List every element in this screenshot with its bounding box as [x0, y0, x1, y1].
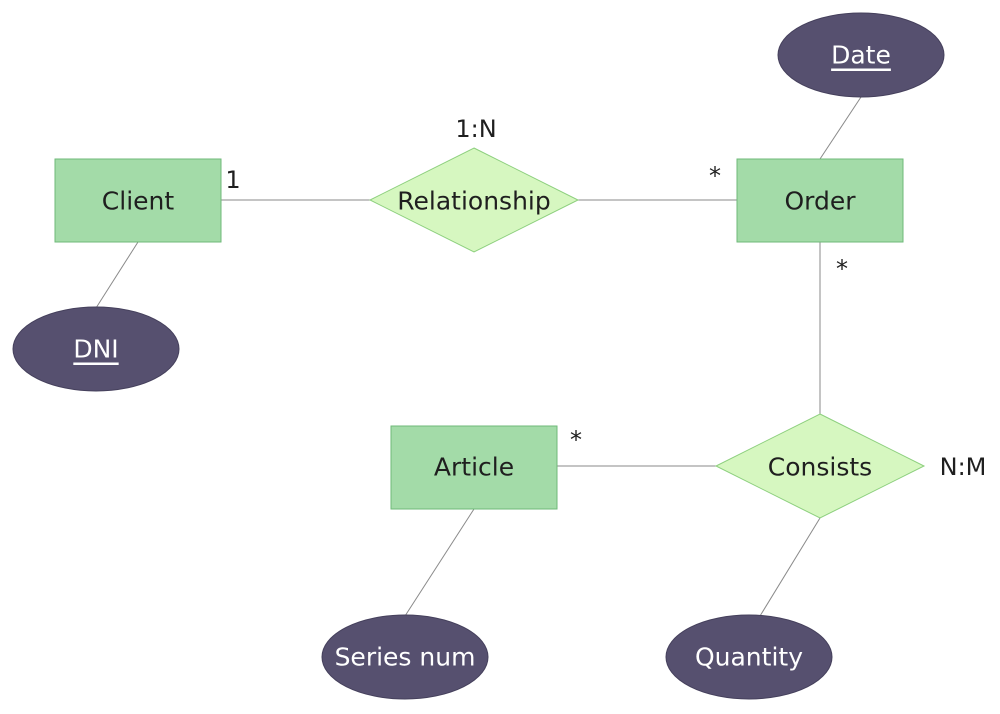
connector-article-series-num	[404, 508, 475, 617]
entity-order[interactable]: Order	[736, 158, 904, 243]
cardinality-client-side: 1	[225, 166, 240, 194]
relationship-relationship-label: Relationship	[397, 187, 550, 216]
entity-order-label: Order	[784, 187, 856, 216]
cardinality-relationship-type: 1:N	[455, 115, 496, 143]
entity-article-box	[390, 425, 558, 510]
relationship-consists[interactable]: Consists	[714, 413, 926, 519]
attribute-dni-label: DNI	[73, 335, 118, 364]
cardinality-article-side: *	[570, 426, 582, 454]
connector-order-date	[819, 96, 862, 160]
attribute-series-num-label: Series num	[335, 643, 476, 672]
cardinality-consists-type: N:M	[940, 453, 987, 481]
attribute-dni-ellipse	[12, 306, 180, 392]
entity-order-box	[736, 158, 904, 243]
relationship-consists-diamond	[714, 413, 926, 519]
attribute-quantity-label: Quantity	[695, 643, 803, 672]
relationship-relationship[interactable]: Relationship	[368, 147, 580, 253]
attribute-quantity-ellipse	[665, 614, 833, 700]
relationship-relationship-diamond	[368, 147, 580, 253]
relationship-consists-label: Consists	[768, 453, 872, 482]
entity-client[interactable]: Client	[54, 158, 222, 243]
entity-article-label: Article	[434, 453, 514, 482]
attribute-date-label: Date	[831, 41, 891, 70]
attribute-date-ellipse	[777, 12, 945, 98]
cardinality-order-side-consists: *	[836, 255, 848, 283]
attribute-dni[interactable]: DNI	[12, 306, 180, 392]
attribute-date[interactable]: Date	[777, 12, 945, 98]
connector-consists-quantity	[759, 517, 821, 617]
entity-client-box	[54, 158, 222, 243]
entity-article[interactable]: Article	[390, 425, 558, 510]
entity-client-label: Client	[102, 187, 175, 216]
connector-client-dni	[95, 241, 139, 309]
attribute-quantity[interactable]: Quantity	[665, 614, 833, 700]
cardinality-order-side-relationship: *	[709, 162, 721, 190]
attribute-series-num[interactable]: Series num	[321, 614, 489, 700]
attribute-series-num-ellipse	[321, 614, 489, 700]
